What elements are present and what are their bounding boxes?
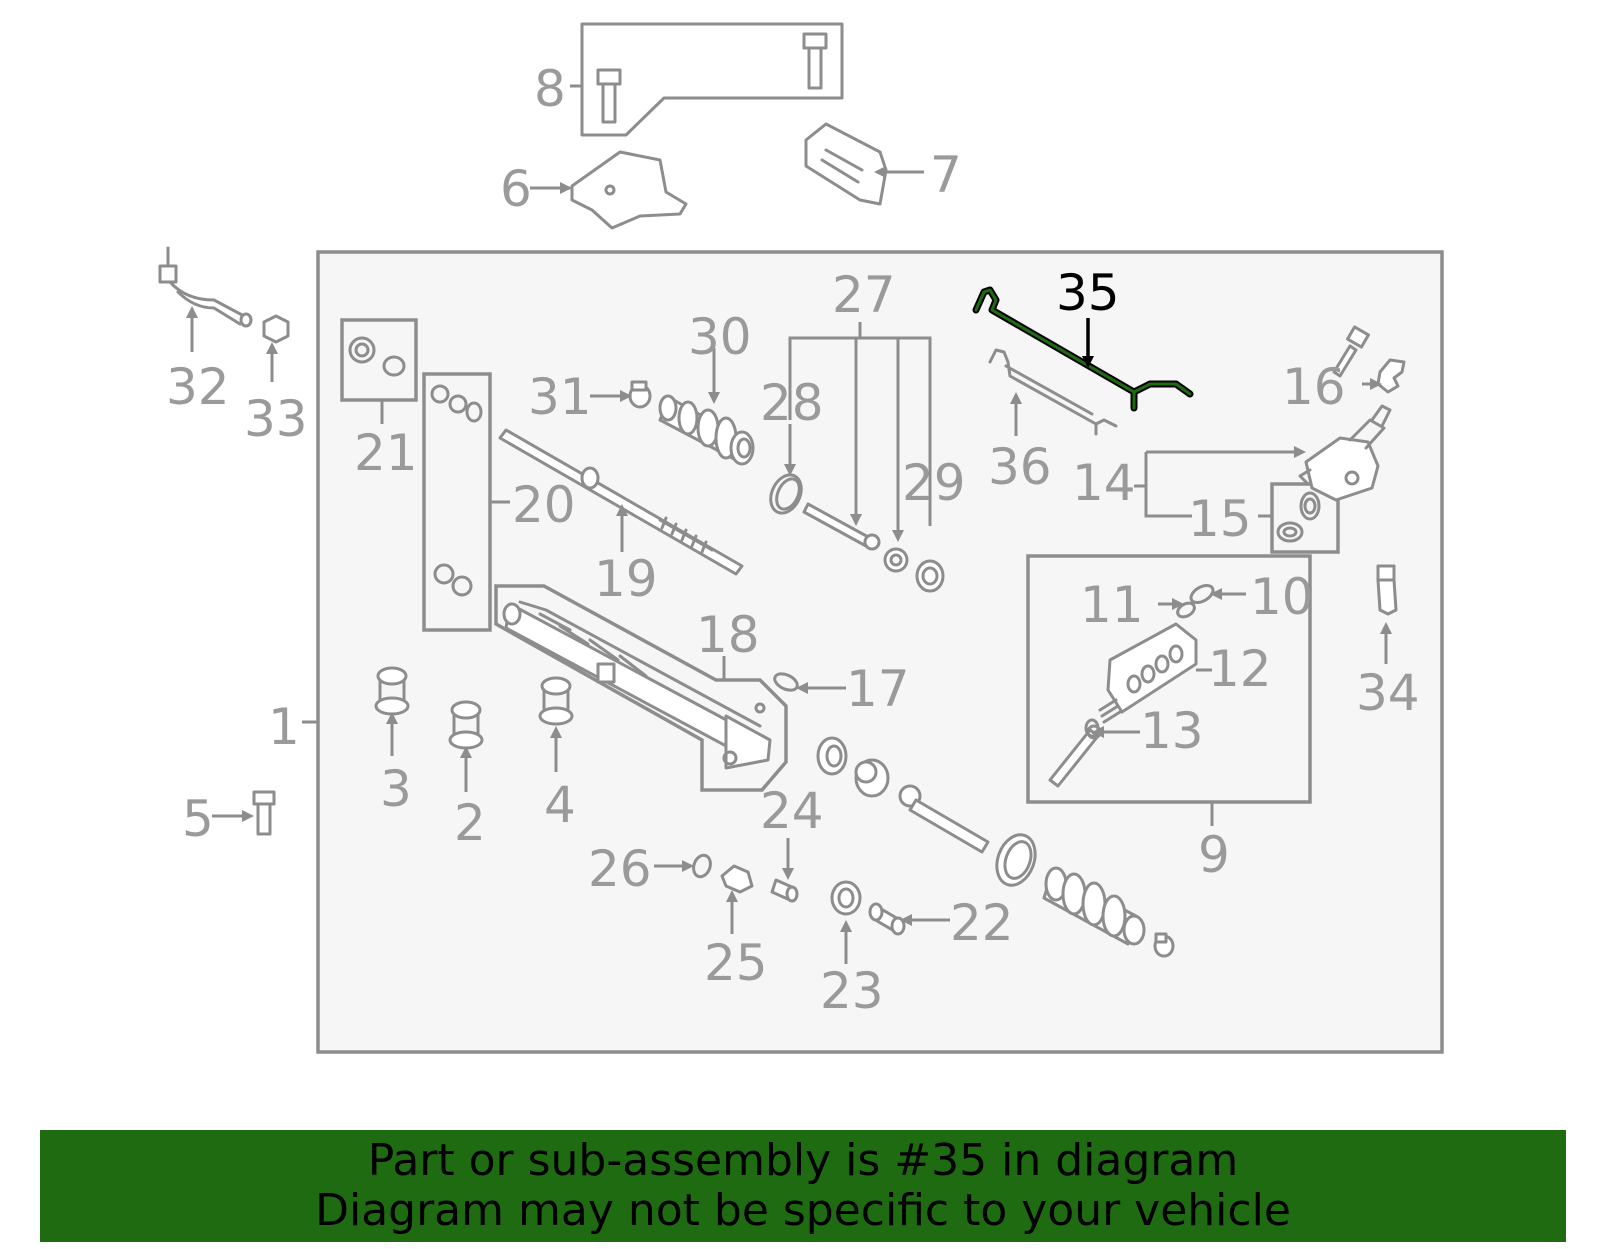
notice-line-1: Part or sub-assembly is #35 in diagram <box>367 1135 1239 1186</box>
callout-13: 13 <box>1140 702 1204 760</box>
seal-kit-box-15 <box>1270 482 1340 554</box>
callout-23: 23 <box>820 962 884 1020</box>
callout-14: 14 <box>1072 454 1136 512</box>
bushing-24 <box>770 878 799 903</box>
seal-29 <box>915 559 945 593</box>
notice-line-2: Diagram may not be specific to your vehi… <box>315 1185 1291 1236</box>
bolt-left <box>596 68 622 124</box>
valve-kit-box-9 <box>1026 554 1312 804</box>
callout-1: 1 <box>268 698 300 756</box>
boot-right <box>1042 866 1175 958</box>
bushing-4 <box>538 676 574 726</box>
callout-5: 5 <box>182 790 214 848</box>
ring-28 <box>769 473 803 515</box>
callout-8: 8 <box>534 60 566 118</box>
sensor-34 <box>1376 564 1398 616</box>
callout-33: 33 <box>244 390 308 448</box>
clamp-31 <box>628 380 652 409</box>
callout-20: 20 <box>512 476 576 534</box>
callout-27: 27 <box>832 266 896 324</box>
callout-9: 9 <box>1198 826 1230 884</box>
valve-body-12 <box>1106 622 1198 714</box>
callout-29: 29 <box>902 454 966 512</box>
callout-7: 7 <box>930 146 962 204</box>
callout-21: 21 <box>354 424 418 482</box>
housing-box-18 <box>494 584 788 792</box>
cap-25 <box>720 864 754 894</box>
inner-tie-rod-parts <box>816 736 1037 887</box>
callout-15: 15 <box>1188 490 1252 548</box>
main-assembly-frame <box>316 250 1444 1054</box>
o-ring-11 <box>1176 601 1196 619</box>
callout-3: 3 <box>380 760 412 818</box>
pressure-line-35 <box>972 286 1194 412</box>
callout-32: 32 <box>166 358 230 416</box>
bushing-27 <box>883 547 909 573</box>
o-ring-26 <box>692 853 712 879</box>
callout-35: 35 <box>1056 264 1120 322</box>
bolt-5 <box>252 790 276 836</box>
callout-34: 34 <box>1356 664 1420 722</box>
boot-30 <box>658 394 755 466</box>
ring-23 <box>830 880 862 916</box>
callout-11: 11 <box>1080 576 1144 634</box>
seal-kit-box-21 <box>340 318 418 402</box>
bolt-right <box>802 32 828 90</box>
callout-18: 18 <box>696 606 760 664</box>
callout-4: 4 <box>544 776 576 834</box>
callout-28: 28 <box>760 374 824 432</box>
spool-13 <box>1048 698 1122 788</box>
callout-17: 17 <box>846 660 910 718</box>
callout-24: 24 <box>760 782 824 840</box>
control-valve-14 <box>1298 404 1392 502</box>
pinion-rod <box>802 502 881 551</box>
callout-36: 36 <box>988 438 1052 496</box>
bracket-group-outline <box>580 22 844 137</box>
callout-16: 16 <box>1282 358 1346 416</box>
bushing-3 <box>374 666 410 716</box>
callout-6: 6 <box>500 160 532 218</box>
callout-25: 25 <box>704 934 768 992</box>
callout-2: 2 <box>454 794 486 852</box>
seal-10 <box>1189 583 1215 605</box>
o-ring-17 <box>773 672 799 692</box>
callout-31: 31 <box>528 368 592 426</box>
shield-7 <box>804 122 888 206</box>
nut-33 <box>262 314 290 344</box>
bracket-16 <box>1376 358 1406 394</box>
notice-banner: Part or sub-assembly is #35 in diagram D… <box>40 1130 1566 1242</box>
callout-30: 30 <box>688 308 752 366</box>
tie-rod-end-32 <box>158 246 253 328</box>
callout-26: 26 <box>588 840 652 898</box>
callout-10: 10 <box>1250 568 1314 626</box>
bolt-16 <box>1332 325 1370 378</box>
bracket-6 <box>570 150 688 230</box>
rack-shaft-19 <box>498 428 744 576</box>
callout-22: 22 <box>950 894 1014 952</box>
callout-12: 12 <box>1208 640 1272 698</box>
plunger-22 <box>868 902 906 936</box>
steering-rack-housing <box>502 600 772 770</box>
pressure-line-36 <box>988 348 1118 436</box>
callout-19: 19 <box>594 550 658 608</box>
